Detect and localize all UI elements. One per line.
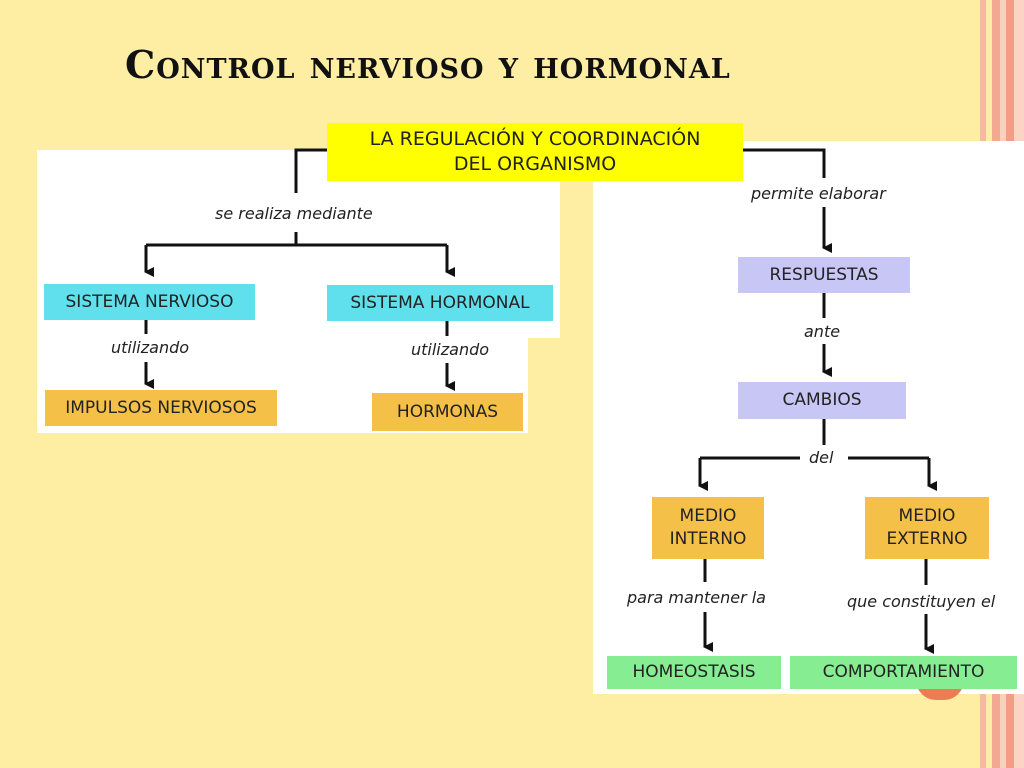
node-comportamiento: COMPORTAMIENTO xyxy=(790,656,1017,689)
node-sistema-hormonal: SISTEMA HORMONAL xyxy=(327,285,553,321)
node-cambios: CAMBIOS xyxy=(738,382,906,419)
label-utilizando-1: utilizando xyxy=(108,338,193,357)
page-title: Control nervioso y hormonal xyxy=(125,42,731,87)
connector-root-left xyxy=(294,148,327,193)
node-hormonas: HORMONAS xyxy=(372,393,523,431)
node-sistema-nervioso: SISTEMA NERVIOSO xyxy=(44,284,255,320)
node-homeostasis: HOMEOSTASIS xyxy=(607,656,781,689)
label-se-realiza: se realiza mediante xyxy=(212,204,376,223)
label-que-constituyen: que constituyen el xyxy=(844,592,999,611)
label-permite-elaborar: permite elaborar xyxy=(748,184,889,203)
node-medio-externo: MEDIO EXTERNO xyxy=(865,497,989,559)
label-del: del xyxy=(806,448,837,467)
connector-root-right xyxy=(743,148,826,178)
label-ante: ante xyxy=(801,322,844,341)
label-utilizando-2: utilizando xyxy=(408,340,493,359)
node-medio-interno: MEDIO INTERNO xyxy=(652,497,764,559)
label-para-mantener: para mantener la xyxy=(624,588,769,607)
node-respuestas: RESPUESTAS xyxy=(738,257,910,293)
node-impulsos-nerviosos: IMPULSOS NERVIOSOS xyxy=(45,390,277,426)
root-node: LA REGULACIÓN Y COORDINACIÓN DEL ORGANIS… xyxy=(327,123,743,181)
